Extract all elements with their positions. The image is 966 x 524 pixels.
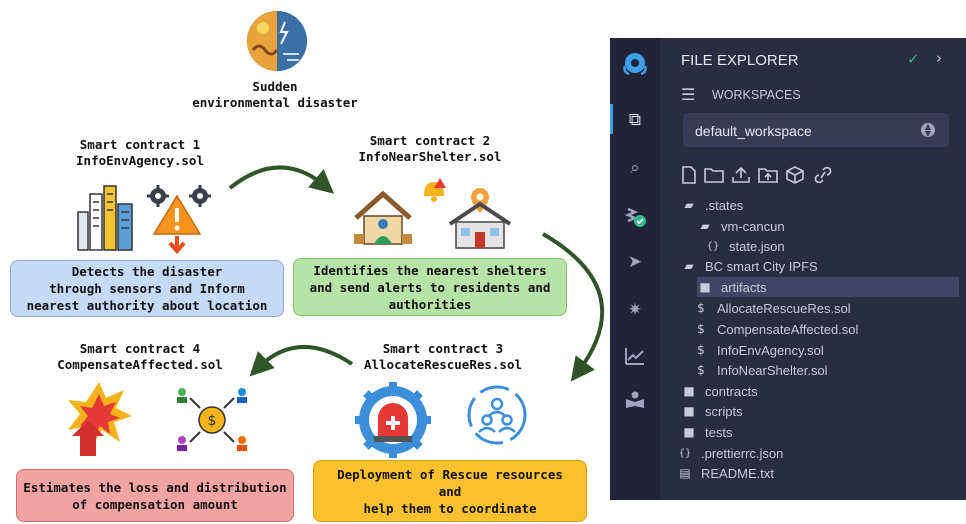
active-indicator (610, 104, 613, 134)
search-icon[interactable]: ⌕ (630, 158, 640, 178)
tree-item-tests[interactable]: ■ tests (681, 422, 732, 442)
tree-item-prettierrc[interactable]: {} .prettierrc.json (677, 443, 784, 463)
rescue-gear-icon (355, 382, 431, 458)
team-coordination-icon (467, 385, 527, 445)
contract-2-description: Identifies the nearest shelters and send… (293, 258, 567, 316)
solidity-icon: $ (697, 363, 705, 377)
disaster-title: Sudden environmental disaster (192, 79, 358, 110)
workspaces-label: WORKSPACES (712, 88, 801, 102)
contract-1-description: Detects the disaster through sensors and… (10, 260, 284, 317)
compensation-network-icon: $ (177, 388, 247, 451)
panel-title: FILE EXPLORER (681, 52, 799, 69)
analytics-icon[interactable] (623, 344, 647, 368)
learn-icon[interactable] (623, 388, 647, 412)
loss-impact-icon (68, 382, 132, 456)
folder-open-icon: ▰ (684, 198, 694, 212)
folder-open-icon: ▰ (684, 259, 694, 273)
workspace-select-value: default_workspace (695, 123, 812, 139)
files-icon[interactable]: ⧉ (628, 110, 642, 130)
solidity-icon: $ (697, 322, 705, 336)
tree-item-label: artifacts (721, 279, 767, 295)
workspace-select[interactable]: default_workspace ▲▼ (683, 113, 949, 147)
contract-2-title: Smart contract 2 InfoNearShelter.sol (358, 133, 502, 164)
arrow-3-to-4 (249, 344, 354, 377)
folder-icon: ■ (683, 425, 695, 439)
arrow-1-to-2 (228, 165, 335, 194)
alert-bell-icon (424, 178, 446, 202)
compile-icon[interactable] (623, 204, 647, 228)
text-file-icon: ▤ (679, 466, 691, 480)
disaster-icon (247, 11, 307, 71)
folder-icon: ■ (699, 280, 711, 294)
folder-open-icon: ▰ (700, 219, 710, 233)
contract-1-title: Smart contract 1 InfoEnvAgency.sol (76, 137, 204, 168)
contract-3-title: Smart contract 3 AllocateRescueRes.sol (363, 341, 523, 372)
icon-rail: ⧉ ⌕ ➤ ✷ (610, 38, 660, 500)
svg-text:$: $ (208, 413, 217, 429)
chevron-right-icon[interactable]: › (936, 49, 942, 67)
tree-item-label: state.json (729, 238, 785, 254)
file-explorer-panel: ⧉ ⌕ ➤ ✷ FILE EXPLORER ✓ › ☰ WORKSPACES d… (610, 38, 966, 500)
folder-icon: ■ (683, 404, 695, 418)
remix-logo-icon[interactable] (621, 50, 649, 78)
arrow-2-to-3 (541, 232, 605, 382)
hamburger-icon[interactable]: ☰ (681, 85, 696, 104)
select-toggle-icon: ▲▼ (921, 123, 935, 138)
solidity-icon: $ (697, 343, 705, 357)
tree-item-label: AllocateRescueRes.sol (717, 300, 851, 316)
tree-item-label: vm-cancun (721, 218, 785, 234)
tree-item-label: README.txt (701, 465, 774, 481)
tree-item-states[interactable]: ▰ .states (681, 195, 743, 215)
link-icon[interactable] (812, 166, 834, 184)
selected-row-highlight (697, 277, 959, 297)
json-icon: {} (706, 240, 720, 252)
contract-4-description: Estimates the loss and distribution of c… (16, 469, 294, 522)
new-folder-icon[interactable] (704, 166, 724, 184)
folder-icon: ■ (683, 384, 695, 398)
new-file-icon[interactable] (681, 166, 697, 184)
tree-item-infonear[interactable]: $ InfoNearShelter.sol (693, 360, 828, 380)
tree-item-state-json[interactable]: {} state.json (705, 236, 785, 256)
tree-item-label: InfoEnvAgency.sol (717, 342, 824, 358)
debug-icon[interactable]: ✷ (627, 300, 643, 320)
check-icon: ✓ (907, 50, 920, 68)
file-toolbar (681, 166, 881, 186)
tree-item-label: .prettierrc.json (701, 445, 784, 461)
gears-icon (147, 185, 211, 207)
file-tree: ▰ .states ▰ vm-cancun {} state.json ▰ BC sma… (660, 193, 966, 493)
tree-item-label: InfoNearShelter.sol (717, 362, 828, 378)
tree-item-contracts[interactable]: ■ contracts (681, 381, 758, 401)
upload-icon[interactable] (731, 166, 751, 184)
upload-folder-icon[interactable] (758, 166, 778, 184)
tree-item-label: contracts (705, 383, 758, 399)
package-icon[interactable] (785, 166, 805, 184)
workflow-diagram: Sudden environmental disaster Smart cont… (10, 11, 605, 522)
tree-item-bc-smart-city[interactable]: ▰ BC smart City IPFS (681, 256, 818, 276)
shelter-location-icon (448, 188, 512, 249)
tree-item-scripts[interactable]: ■ scripts (681, 401, 743, 421)
tree-item-vm-cancun[interactable]: ▰ vm-cancun (697, 216, 785, 236)
tree-item-allocate[interactable]: $ AllocateRescueRes.sol (693, 298, 851, 318)
tree-item-infoenv[interactable]: $ InfoEnvAgency.sol (693, 340, 824, 360)
tree-item-label: .states (705, 197, 744, 213)
tree-item-label: tests (705, 424, 733, 440)
warning-icon (152, 194, 202, 254)
tree-item-label: CompensateAffected.sol (717, 321, 859, 337)
tree-item-readme[interactable]: ▤ README.txt (677, 463, 774, 483)
solidity-icon: $ (697, 301, 705, 315)
contract-3-description: Deployment of Rescue resources and help … (313, 460, 587, 522)
json-icon: {} (678, 447, 692, 459)
sensor-city-icon (77, 185, 133, 251)
flow-arrows (228, 165, 605, 382)
tree-item-compensate[interactable]: $ CompensateAffected.sol (693, 319, 858, 339)
tree-item-label: scripts (705, 403, 743, 419)
shelter-house-icon (354, 190, 412, 245)
contract-4-title: Smart contract 4 CompensateAffected.sol (57, 341, 223, 372)
tree-item-artifacts[interactable]: ■ artifacts (697, 277, 767, 297)
tree-item-label: BC smart City IPFS (705, 258, 818, 274)
deploy-icon[interactable]: ➤ (627, 252, 643, 272)
